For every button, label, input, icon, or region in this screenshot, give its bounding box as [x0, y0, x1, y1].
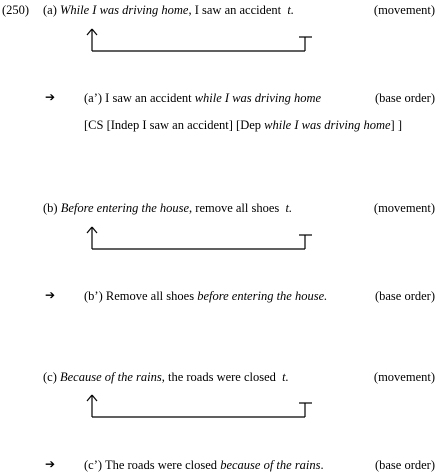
- tag-base-order-a: (base order): [374, 91, 435, 105]
- trace-marker: t.: [287, 3, 294, 17]
- moved-phrase: while I was driving home: [194, 91, 322, 105]
- sentence-a-movement: (a) While I was driving home, I saw an a…: [43, 4, 294, 17]
- sentence-rest: , I saw an accident: [188, 3, 282, 17]
- sentence-label: (a): [43, 3, 57, 17]
- movement-bracket-a: [86, 28, 312, 52]
- sentence-label: (b): [43, 201, 58, 215]
- sentence-rest: , remove all shoes: [189, 201, 280, 215]
- sentence-label: (c): [43, 370, 57, 384]
- moved-phrase: While I was driving home: [60, 3, 189, 17]
- sentence-label: (a’): [84, 91, 103, 105]
- moved-phrase: Because of the rains: [60, 370, 162, 384]
- sentence-label: (c’): [84, 458, 103, 472]
- sentence-c-movement: (c) Because of the rains, the roads were…: [43, 371, 289, 384]
- trace-marker: t.: [282, 370, 289, 384]
- example-number: (250): [2, 3, 30, 17]
- sentence-main: I saw an accident: [105, 91, 192, 105]
- movement-bracket-c: [86, 394, 312, 418]
- moved-phrase: before entering the house.: [197, 289, 328, 303]
- moved-phrase: because of the rains: [220, 458, 321, 472]
- movement-bracket-b: [86, 226, 312, 250]
- derivation-arrow-icon: ➔: [45, 90, 56, 104]
- derivation-arrow-icon: ➔: [45, 288, 56, 302]
- trace-marker: t.: [285, 201, 293, 215]
- sentence-rest: , the roads were closed: [161, 370, 276, 384]
- tag-base-order-b: (base order): [374, 289, 435, 303]
- tag-base-order-c: (base order): [374, 458, 435, 472]
- tag-movement-a: (movement): [373, 3, 435, 17]
- sentence-b-movement: (b) Before entering the house, remove al…: [43, 202, 292, 215]
- sentence-b-base: (b’) Remove all shoes before entering th…: [84, 290, 327, 303]
- sentence-main: The roads were closed: [104, 458, 218, 472]
- sentence-c-base: (c’) The roads were closed because of th…: [84, 458, 324, 472]
- sentence-main: Remove all shoes: [105, 289, 195, 303]
- structure-analysis-a: [CS [Indep I saw an accident] [Dep while…: [84, 118, 402, 132]
- tag-movement-c: (movement): [373, 370, 435, 384]
- tag-movement-b: (movement): [373, 201, 435, 215]
- sentence-label: (b’): [84, 289, 103, 303]
- sentence-a-base: (a’) I saw an accident while I was drivi…: [84, 92, 321, 105]
- derivation-arrow-icon: ➔: [45, 457, 56, 471]
- moved-phrase: Before entering the house: [60, 201, 190, 215]
